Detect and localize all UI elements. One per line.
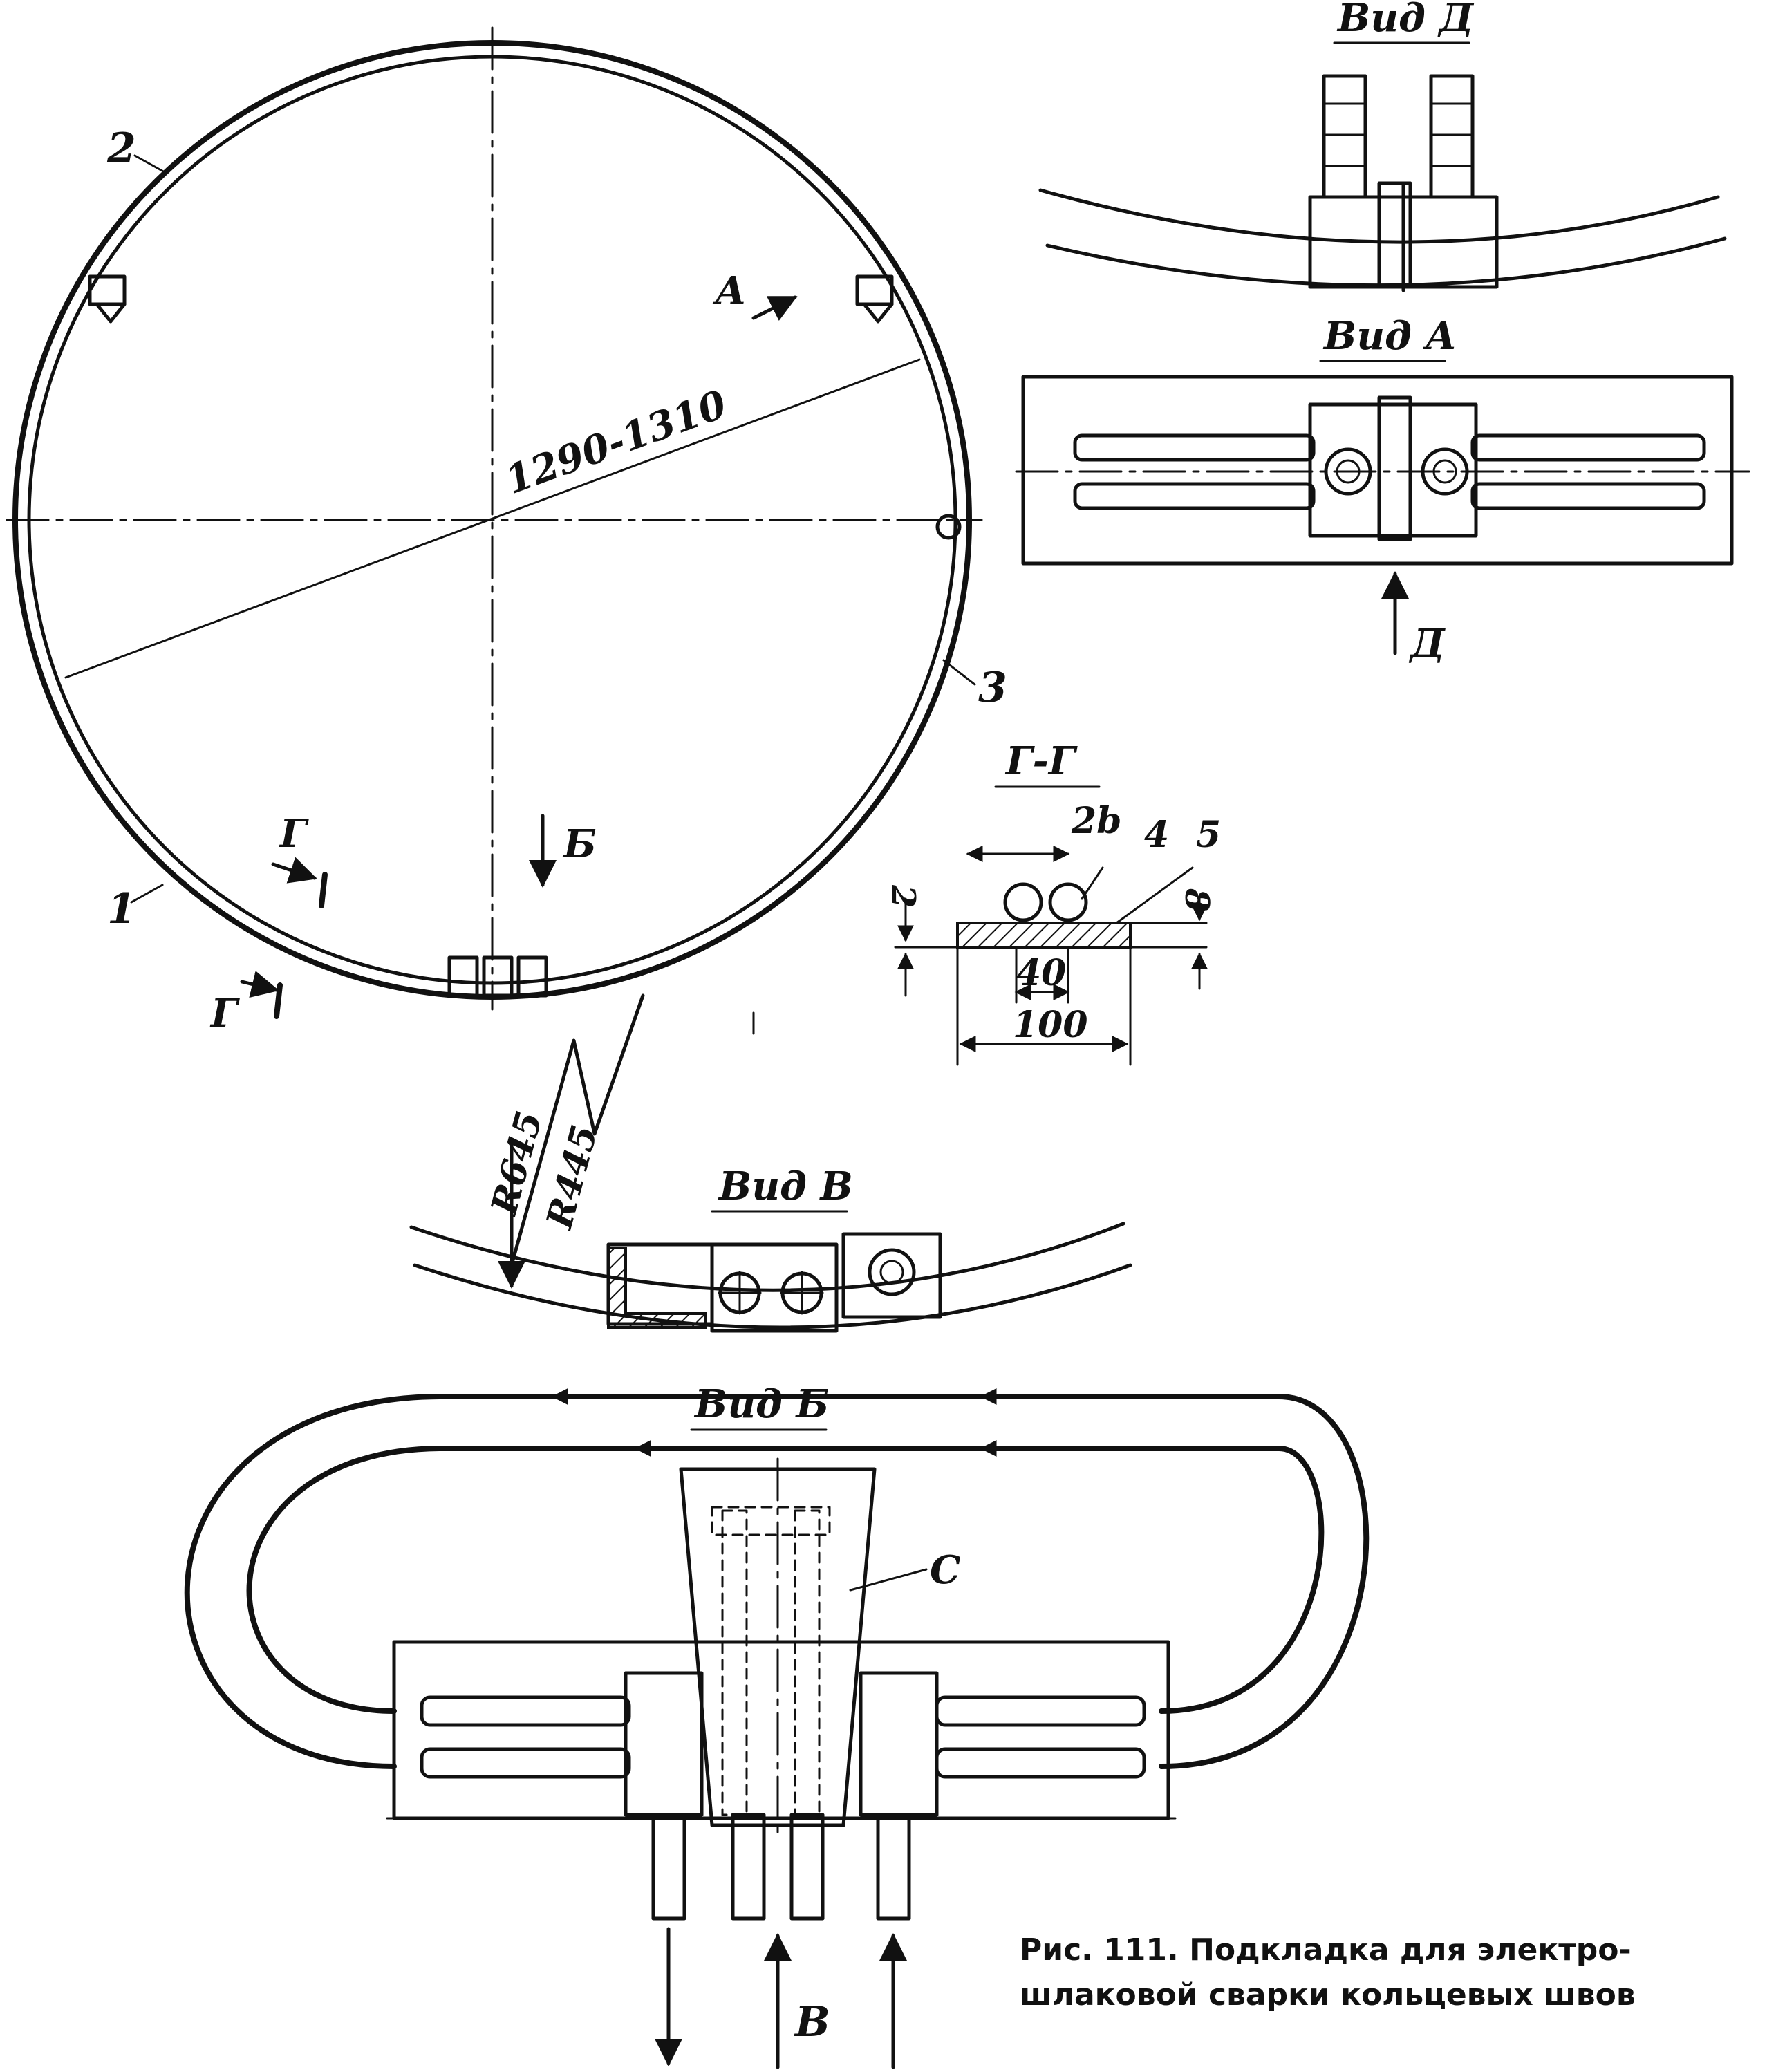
view-v-title: Вид В: [718, 1164, 853, 1209]
clamp-right: [935, 514, 962, 540]
ring-part-1: 1: [107, 885, 136, 933]
section-part-4: 4: [1144, 814, 1169, 856]
section-dim-40: 40: [1016, 952, 1066, 994]
view-d-title: Вид Д: [1336, 0, 1474, 41]
section-dim-2b: 2b: [1071, 800, 1122, 842]
figure-caption-line1: Рис. 111. Подкладка для электро-: [1020, 1932, 1632, 1968]
section-dim-100: 100: [1013, 1004, 1088, 1046]
ring-arrow-a: A: [712, 268, 745, 314]
section-part-5: 5: [1196, 814, 1221, 856]
section-g-g: Г-Г 2b 4 5 2 8 40 100: [884, 738, 1221, 1066]
view-d: Вид Д: [1038, 0, 1727, 292]
radius-break: R645 R445: [483, 993, 755, 1289]
view-b: Вид Б C: [184, 1381, 1370, 2069]
view-b-fittings: [651, 1813, 911, 1921]
view-v: Вид В: [409, 1164, 1132, 1333]
view-b-arrow-v: В: [794, 1998, 830, 2046]
clamp-top-left: [88, 274, 127, 324]
view-a-arrow-d: Д: [1408, 621, 1446, 666]
view-d-fitting-left: [1322, 74, 1367, 199]
ring-part-3: 3: [978, 664, 1007, 712]
ring-arrow-b: Б: [562, 821, 597, 867]
clamp-bottom: [447, 955, 548, 998]
clamp-top-right: [855, 274, 894, 324]
figure-caption-line2: шлаковой сварки кольцевых швов: [1020, 1977, 1636, 2013]
ring-view: 1290-1310 2 3 1 A Б Г Г: [6, 26, 1007, 1036]
ring-part-2: 2: [106, 124, 136, 173]
ring-cut-g-top: Г: [279, 811, 309, 857]
section-gg-title: Г-Г: [1004, 738, 1078, 784]
section-dim-8: 8: [1177, 888, 1216, 911]
ring-cut-g-bottom: Г: [209, 991, 240, 1036]
view-b-title: Вид Б: [693, 1381, 829, 1427]
view-a-title: Вид А: [1322, 313, 1457, 359]
view-b-label-c: C: [930, 1547, 961, 1593]
view-a: Вид А Д: [1015, 313, 1750, 666]
section-dim-2: 2: [884, 884, 922, 908]
view-d-fitting-right: [1429, 74, 1475, 199]
